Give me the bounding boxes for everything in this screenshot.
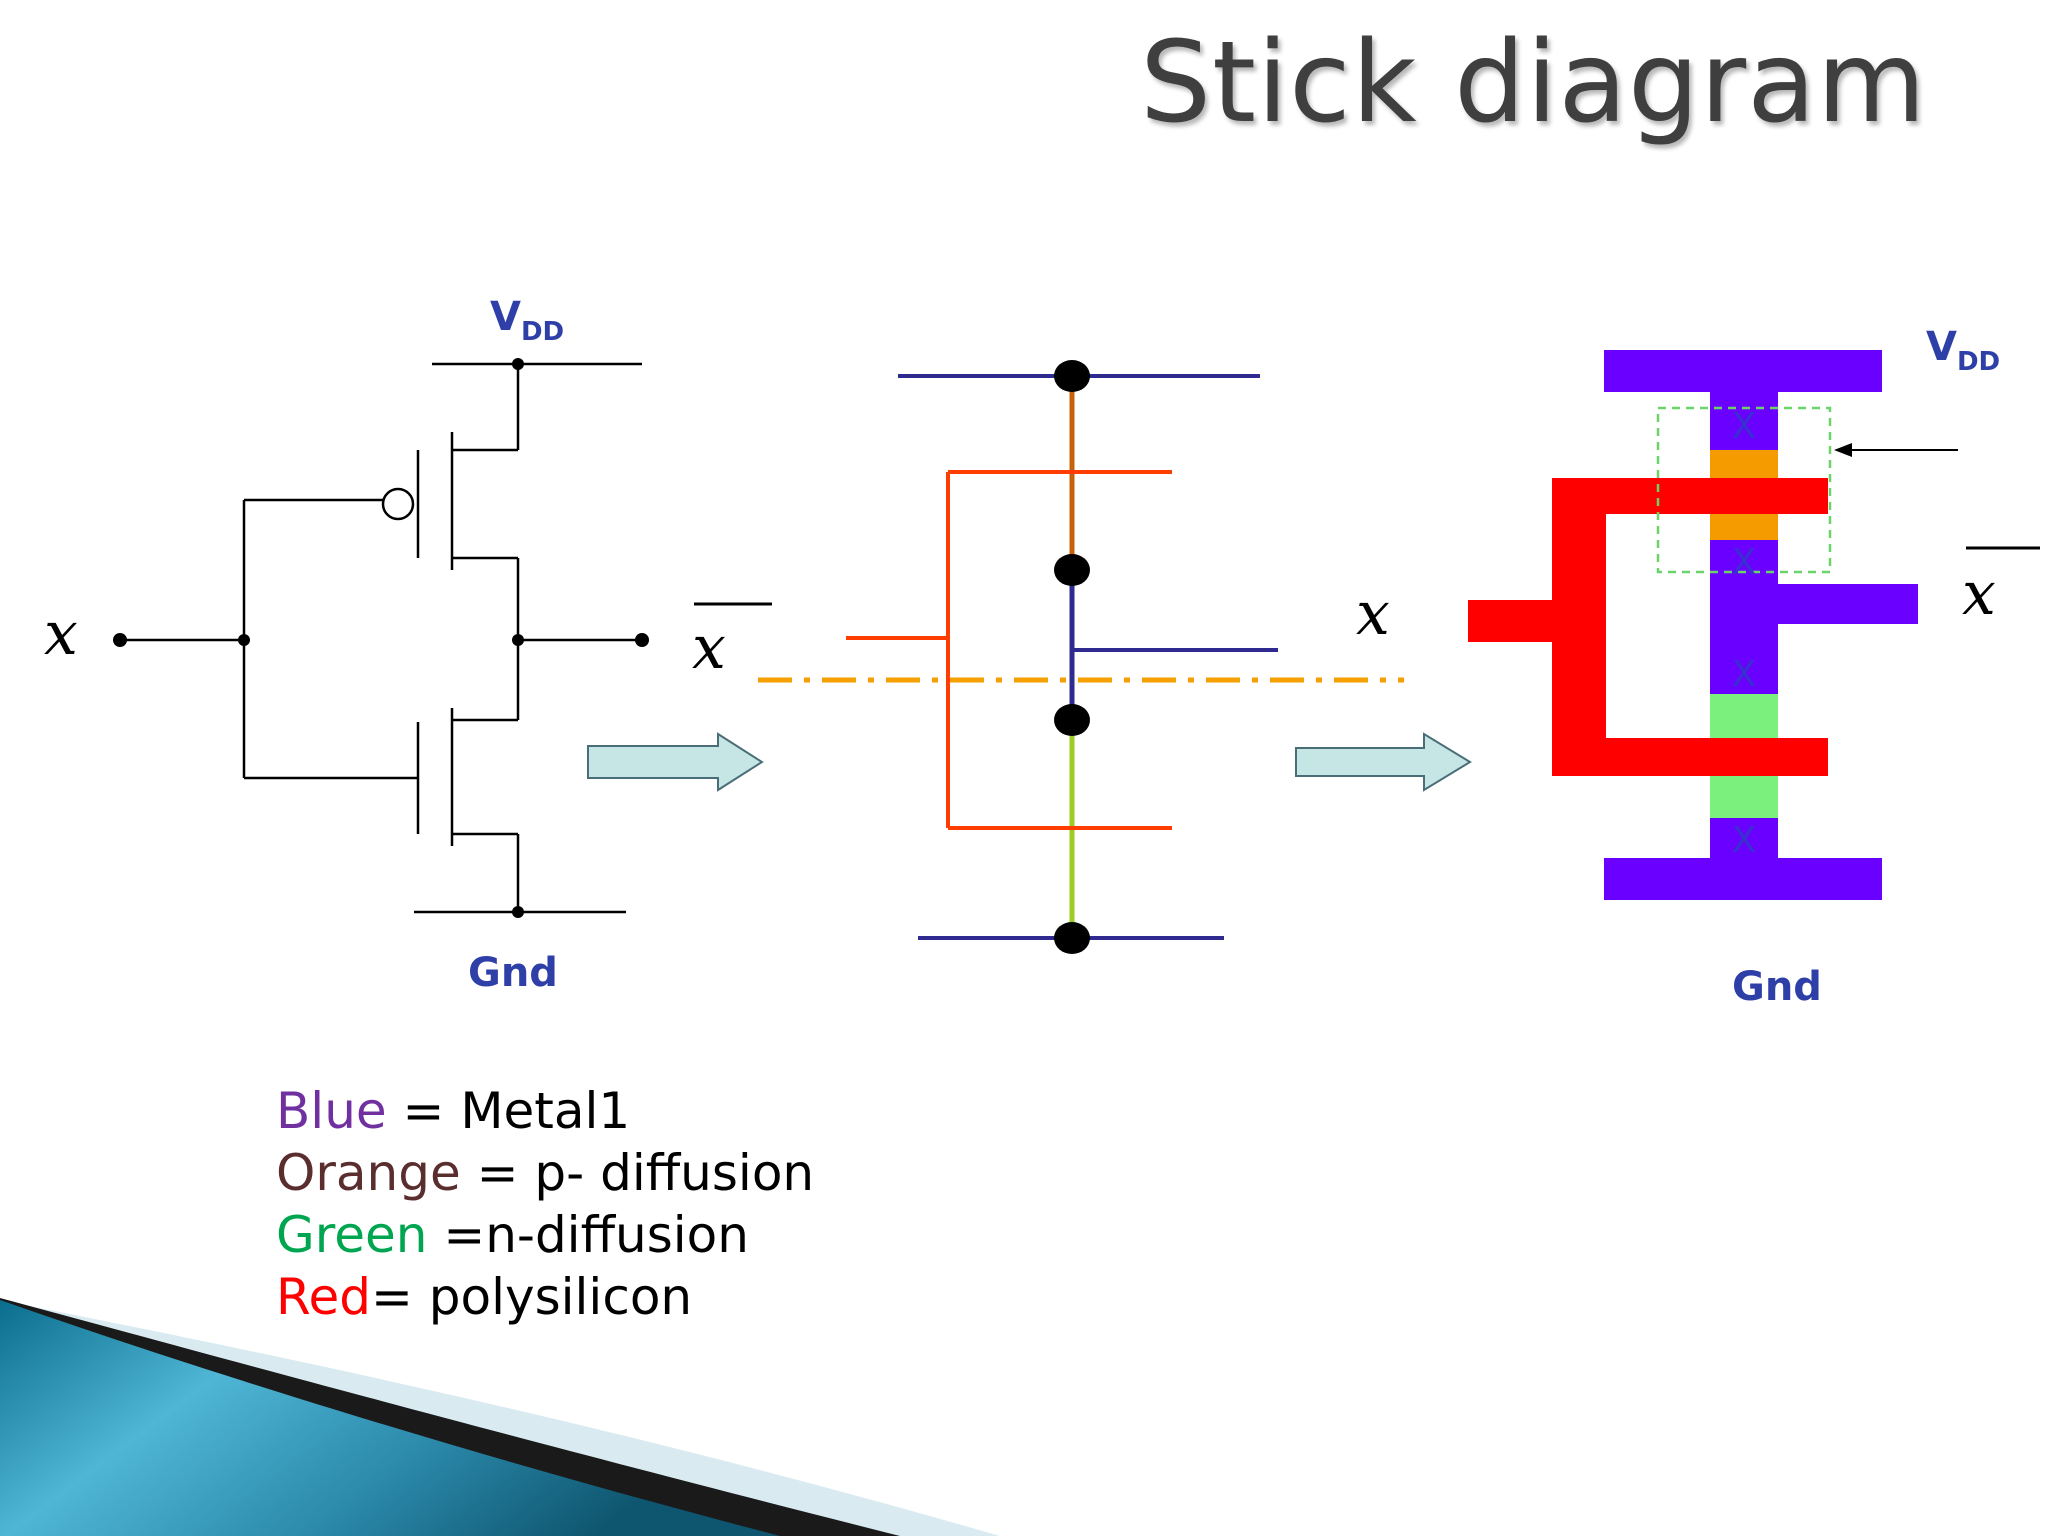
layout-gnd-label: Gnd [1732,964,1822,1010]
transform-arrow-1 [587,732,764,792]
stick-input-label: x [1356,579,1390,649]
layout-contact-mark: X [1732,542,1757,583]
cmos-schematic [120,362,642,914]
legend-color-word: Red [276,1268,371,1326]
legend-row-n-diffusion: Green =n-diffusion [276,1204,814,1266]
legend-row-metal1: Blue = Metal1 [276,1080,814,1142]
svg-text:x: x [692,613,726,683]
legend-row-p-diffusion: Orange = p- diffusion [276,1142,814,1204]
color-legend: Blue = Metal1 Orange = p- diffusion Gree… [276,1080,814,1328]
layout-contact-mark: X [1732,406,1757,447]
schematic-output-label: x [692,602,772,683]
layout-output-metal [1778,584,1918,624]
layout-contact-mark: X [1732,654,1757,695]
stick-diagram [758,374,1404,940]
layout-output-label: x [1962,546,2040,629]
layout-contact-mark: X [1732,820,1757,861]
layout-gnd-rail [1604,858,1882,900]
legend-meaning: =n-diffusion [427,1206,749,1264]
slide-title: Stick diagram [1140,18,1927,148]
nmos-transistor [416,640,520,912]
legend-row-polysilicon: Red= polysilicon [276,1266,814,1328]
stick-polysilicon [846,470,1172,830]
layout-view: X X X X [1468,350,1958,900]
layout-vdd-label: VDD [1926,324,2000,377]
schematic-input-label: x [44,599,78,669]
layout-n-well [1656,406,1832,574]
legend-meaning: = polysilicon [371,1268,693,1326]
pmos-transistor [381,364,520,640]
schematic-gnd-label: Gnd [468,950,558,996]
schematic-vdd-label: VDD [490,294,564,347]
stick-contacts [1054,360,1090,954]
layout-polysilicon [1468,478,1828,776]
pmos-bubble [381,487,415,521]
schematic-nodes [113,358,649,918]
transform-arrow-2 [1295,732,1472,792]
decorative-swoosh [0,1298,1000,1536]
legend-color-word: Orange [276,1144,461,1202]
legend-color-word: Blue [276,1082,387,1140]
legend-color-word: Green [276,1206,428,1264]
legend-meaning: = p- diffusion [460,1144,815,1202]
layout-vdd-rail [1604,350,1882,392]
svg-text:x: x [1962,559,1996,629]
legend-meaning: = Metal1 [386,1082,631,1140]
